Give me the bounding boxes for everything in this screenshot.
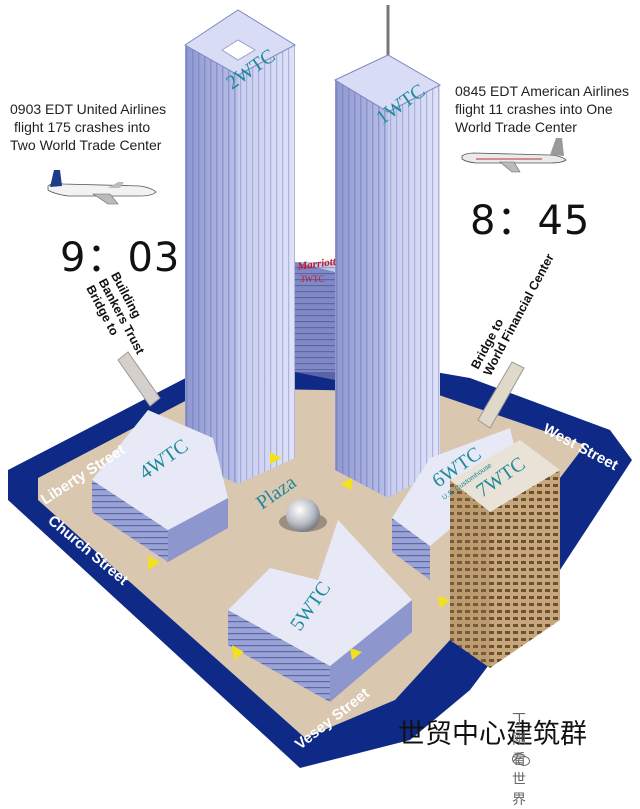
watermark: 丁刚看世界 — [512, 712, 530, 808]
time-right: 8：45 — [470, 198, 591, 244]
north-tower — [333, 5, 442, 498]
bridge-bankers-trust — [117, 351, 161, 407]
airplane-right-icon — [461, 138, 567, 173]
note-ua175: 0903 EDT United Airlines flight 175 cras… — [10, 101, 167, 153]
wechat-icon — [512, 752, 530, 766]
airplane-left-icon — [47, 170, 157, 205]
marriott-sign: Marriott — [296, 256, 338, 274]
bridge-world-financial — [477, 361, 525, 429]
bridge-right-label: Bridge to World Financial Center — [468, 251, 557, 378]
caption: 世贸中心建筑群 — [398, 719, 587, 750]
note-aa11: 0845 EDT American Airlines flight 11 cra… — [455, 83, 630, 135]
entry-markers — [148, 452, 450, 660]
south-tower — [184, 9, 297, 484]
label-3wtc: 3WTC — [300, 274, 325, 284]
plaza-sphere — [286, 498, 320, 532]
building-7wtc — [450, 440, 560, 668]
time-left: 9：03 — [60, 235, 181, 281]
bridge-left-label: Bridge to Bankers Trust Building — [83, 270, 147, 357]
svg-text:World Financial Center: World Financial Center — [481, 251, 557, 378]
building-5wtc — [228, 520, 412, 702]
wtc-diagram: 2WTC 1WTC Marriott 3WTC 4WTC 5WTC 6WTC U… — [8, 5, 632, 808]
watermark-text: 丁刚看世界 — [512, 712, 526, 808]
building-4wtc — [92, 410, 228, 562]
marriott-hotel — [295, 262, 335, 380]
diagram-canvas: 2WTC 1WTC Marriott 3WTC 4WTC 5WTC 6WTC U… — [8, 5, 632, 768]
